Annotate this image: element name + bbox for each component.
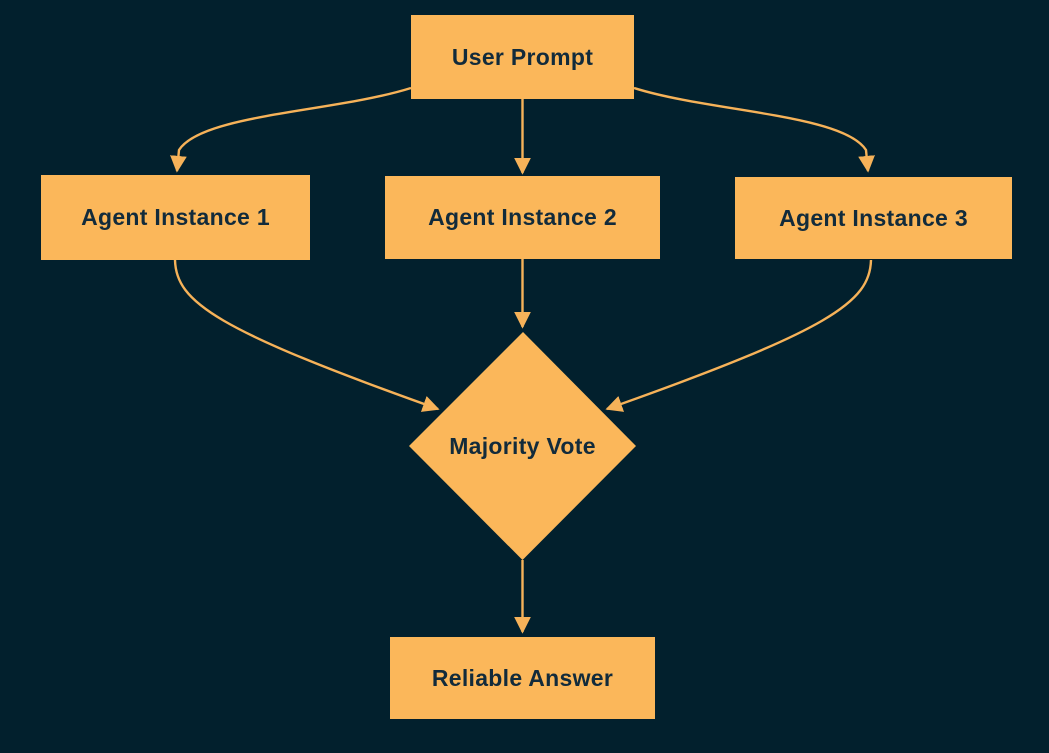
node-agent-instance-1-label: Agent Instance 1 xyxy=(81,204,270,230)
majority-vote-diamond xyxy=(409,332,636,560)
node-agent-instance-2: Agent Instance 2 xyxy=(385,176,660,259)
node-majority-vote-label: Majority Vote xyxy=(449,432,596,459)
edge-user-prompt-to-agent-3 xyxy=(633,86,875,173)
node-user-prompt: User Prompt xyxy=(411,15,634,99)
edge-agent-1-to-majority-vote xyxy=(173,259,440,412)
node-user-prompt-label: User Prompt xyxy=(451,43,594,70)
node-reliable-answer: Reliable Answer xyxy=(390,637,655,719)
node-agent-instance-3: Agent Instance 3 xyxy=(735,177,1012,259)
node-majority-vote: Majority Vote xyxy=(409,390,636,502)
node-agent-instance-1: Agent Instance 1 xyxy=(41,175,310,260)
edge-user-prompt-to-agent-1 xyxy=(170,86,412,173)
node-agent-instance-3-label: Agent Instance 3 xyxy=(779,204,968,231)
node-agent-instance-2-label: Agent Instance 2 xyxy=(428,204,617,230)
node-reliable-answer-label: Reliable Answer xyxy=(431,664,614,691)
edge-agent-3-to-majority-vote xyxy=(605,259,873,412)
